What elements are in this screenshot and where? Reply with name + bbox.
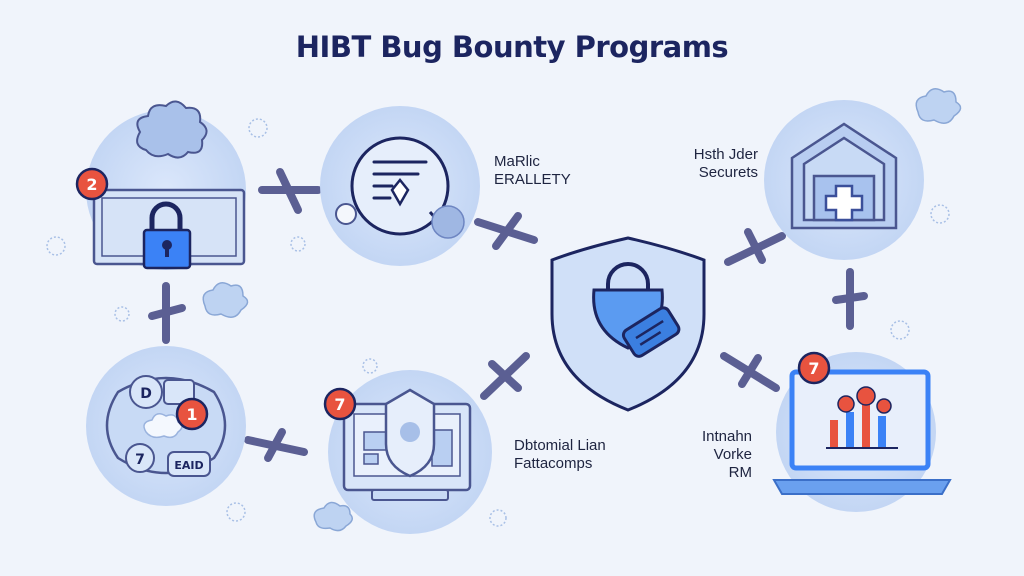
connectors	[148, 168, 868, 462]
label-laptop-line-1: Intnahn	[701, 428, 752, 445]
label-laptop-line-3: RM	[728, 464, 752, 481]
connector-2-shield	[474, 212, 538, 250]
badge-7-laptop-text: 7	[808, 359, 819, 378]
label-document: MaRlic ERALLETY	[494, 153, 571, 189]
lock-icon	[142, 201, 192, 270]
node-laptop	[772, 352, 952, 512]
sparkle-decorations	[46, 118, 950, 527]
connector-shield-laptop	[720, 352, 780, 392]
node-network: D 7 EAID	[86, 346, 246, 506]
cloud-decorations	[202, 88, 962, 532]
badge-7-computer: 7	[323, 387, 357, 421]
node-computer	[328, 370, 492, 534]
network-node-label: EAID	[174, 459, 203, 472]
label-house-line-1: Hsth Jder	[693, 146, 758, 163]
badge-7-computer-text: 7	[334, 395, 345, 414]
label-document-line-1: MaRlic	[494, 153, 540, 170]
label-document-line-2: ERALLETY	[494, 171, 571, 188]
label-laptop: Intnahn Vorke RM	[690, 428, 752, 482]
connector-network-computer	[244, 428, 308, 462]
label-computer-line-2: Fattacomps	[514, 455, 593, 472]
label-laptop-line-2: Vorke	[713, 446, 752, 463]
gear-icon	[431, 205, 465, 239]
house-icon	[790, 122, 898, 230]
label-computer: Dbtomial Lian Fattacomps	[514, 437, 606, 473]
connector-3-laptop	[832, 268, 868, 330]
document-icon	[372, 160, 428, 200]
laptop-icon	[789, 369, 931, 471]
node-house	[764, 100, 924, 260]
node-shield	[550, 236, 706, 412]
connector-1-network	[148, 282, 186, 344]
network-node-7: 7	[135, 452, 145, 468]
badge-1: 1	[175, 397, 209, 431]
network-node-d: D	[140, 386, 152, 402]
connector-1-2	[258, 168, 322, 214]
badge-1-text: 1	[186, 405, 197, 424]
cloud-icon	[136, 100, 208, 159]
label-house: Hsth Jder Securets	[686, 146, 758, 182]
badge-7-laptop: 7	[797, 351, 831, 385]
badge-2: 2	[75, 167, 109, 201]
connector-shield-3	[724, 228, 786, 266]
page-title: HIBT Bug Bounty Programs	[295, 30, 729, 64]
card-hand-icon	[621, 306, 681, 358]
label-house-line-2: Securets	[698, 164, 758, 181]
connector-computer-shield	[480, 352, 530, 400]
medical-cross-icon	[824, 184, 864, 222]
node-bank-lock	[86, 100, 246, 270]
badge-2-text: 2	[86, 175, 97, 194]
node-document	[320, 106, 480, 266]
diamond-icon	[390, 177, 410, 207]
label-computer-line-1: Dbtomial Lian	[514, 437, 606, 454]
team-chart-icon	[826, 386, 898, 449]
